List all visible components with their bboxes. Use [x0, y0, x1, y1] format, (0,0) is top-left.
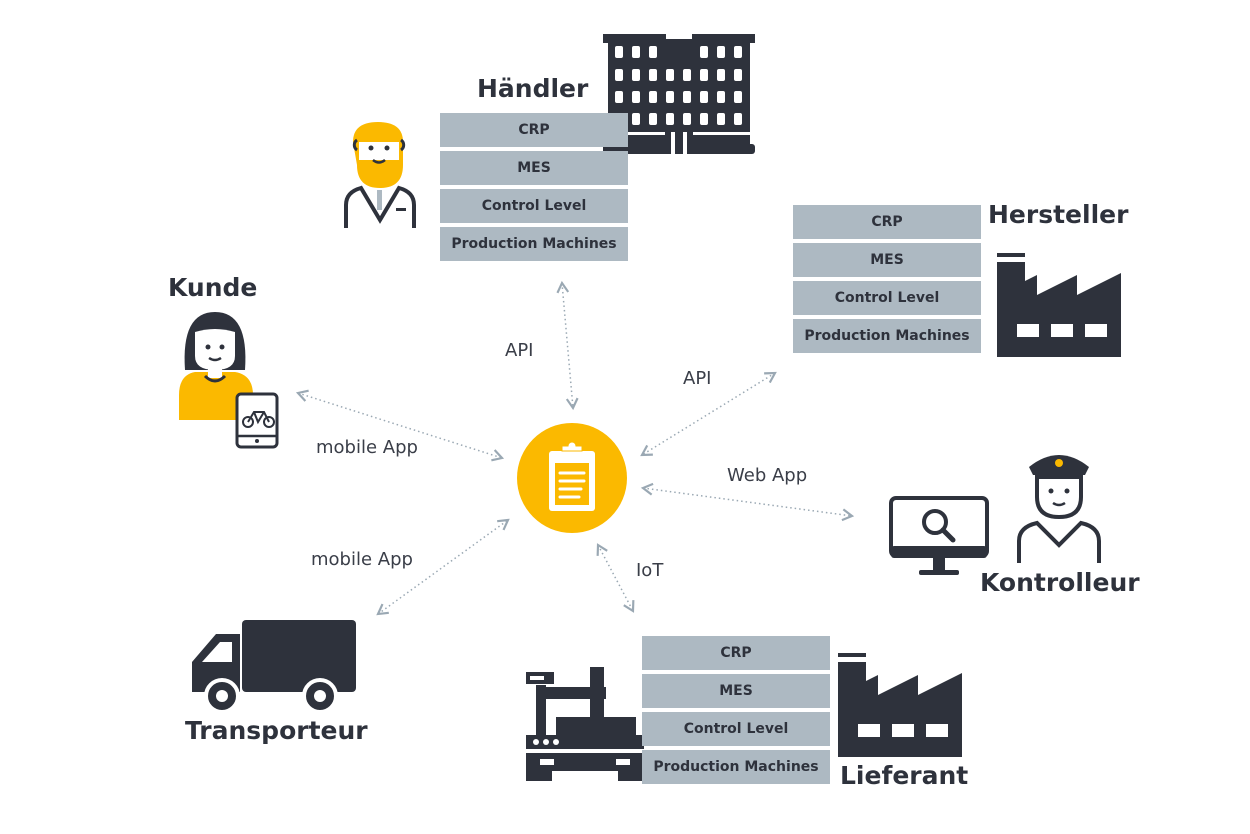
title-hersteller: Hersteller	[988, 200, 1129, 229]
stack-row-production-machines: Production Machines	[793, 319, 981, 353]
monitor-search-icon	[889, 496, 989, 575]
label-web-app: Web App	[727, 465, 808, 486]
production-machine-icon	[526, 667, 644, 781]
stack-row-mes: MES	[793, 243, 981, 277]
stack-row-crp: CRP	[642, 636, 830, 670]
arrow-kontrolleur	[640, 482, 855, 522]
label-iot: IoT	[636, 560, 664, 581]
arrow-haendler	[556, 280, 579, 411]
stack-row-production-machines: Production Machines	[642, 750, 830, 784]
stack-row-production-machines: Production Machines	[440, 227, 628, 261]
system-stack-haendler: CRP MES Control Level Production Machine…	[440, 113, 628, 265]
label-mobile-app-kunde: mobile App	[316, 437, 418, 458]
label-api-haendler: API	[505, 340, 534, 361]
stack-row-mes: MES	[642, 674, 830, 708]
title-haendler: Händler	[477, 74, 589, 103]
stack-row-control-level: Control Level	[440, 189, 628, 223]
title-lieferant: Lieferant	[840, 761, 969, 790]
title-transporteur: Transporteur	[185, 716, 368, 745]
system-stack-hersteller: CRP MES Control Level Production Machine…	[793, 205, 981, 357]
title-kontrolleur: Kontrolleur	[980, 568, 1140, 597]
bearded-man-icon	[344, 122, 416, 228]
arrow-lieferant	[596, 543, 635, 613]
label-mobile-app-transporteur: mobile App	[311, 549, 413, 570]
factory-icon	[838, 653, 962, 757]
factory-icon	[997, 253, 1121, 357]
woman-with-phone-icon	[179, 312, 279, 449]
title-kunde: Kunde	[168, 273, 258, 302]
police-officer-icon	[1017, 455, 1101, 563]
stack-row-mes: MES	[440, 151, 628, 185]
system-stack-lieferant: CRP MES Control Level Production Machine…	[642, 636, 830, 788]
label-api-hersteller: API	[683, 368, 712, 389]
clipboard-icon	[517, 423, 627, 533]
stack-row-control-level: Control Level	[642, 712, 830, 746]
stack-row-crp: CRP	[440, 113, 628, 147]
truck-icon	[192, 620, 356, 714]
stack-row-control-level: Control Level	[793, 281, 981, 315]
office-building-icon	[603, 34, 755, 156]
stack-row-crp: CRP	[793, 205, 981, 239]
